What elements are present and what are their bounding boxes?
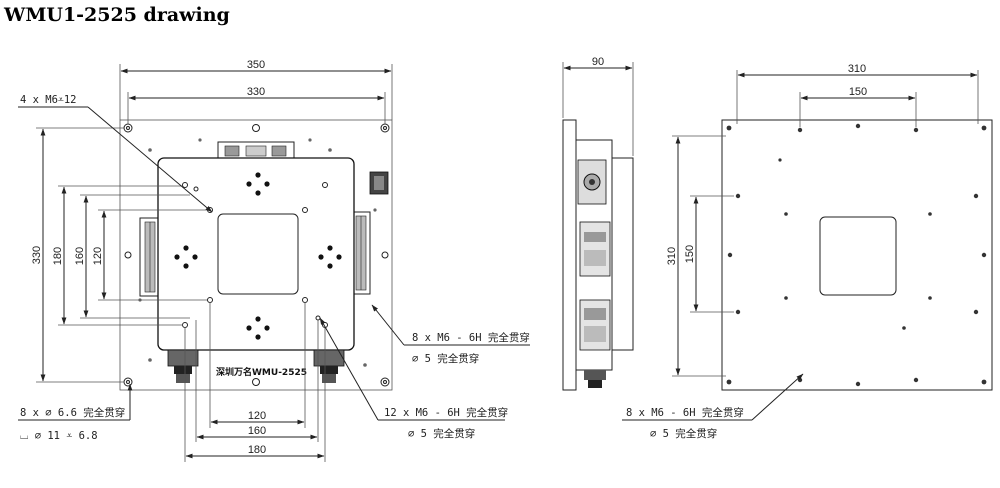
front-note-bottom: 12 x M6 - 6H 完全贯穿 ∅ 5 完全贯穿: [319, 317, 508, 440]
front-plate-small-holes: [138, 138, 377, 367]
front-base-plate: [119, 119, 393, 391]
front-right-rail: [351, 211, 371, 295]
front-plate-mount-holes: [123, 123, 390, 387]
front-hole-pattern-right: [318, 245, 342, 269]
back-note-holes: 8 x M6 - 6H 完全贯穿 ∅ 5 完全贯穿: [622, 373, 804, 440]
svg-text:330: 330: [31, 246, 43, 264]
svg-text:310: 310: [848, 63, 866, 75]
side-dim-90: 90: [562, 56, 634, 156]
front-dim-350: 350: [119, 59, 393, 120]
back-dim-310-horizontal: 310: [736, 63, 979, 124]
svg-text:350: 350: [247, 59, 265, 71]
front-center-aperture: [217, 213, 299, 295]
svg-text:8 x M6 - 6H 完全贯穿: 8 x M6 - 6H 完全贯穿: [412, 331, 530, 344]
svg-text:120: 120: [248, 410, 266, 422]
front-note-top-left: 4 x M6⩡12: [18, 94, 213, 213]
svg-text:∅ 5 完全贯穿: ∅ 5 完全贯穿: [412, 352, 479, 365]
front-dim-160-vertical: 160: [74, 194, 190, 319]
front-note-mount-holes: 8 x ∅ 6.6 完全贯穿 ⌴ ∅ 11 ⩡ 6.8: [18, 383, 133, 442]
front-note-right: 8 x M6 - 6H 完全贯穿 ∅ 5 完全贯穿: [371, 304, 530, 365]
side-base-plate: [562, 119, 577, 391]
front-left-rail: [139, 217, 161, 297]
svg-text:120: 120: [92, 247, 104, 265]
front-dim-180-vertical: 180: [52, 185, 183, 326]
front-top-connector: [217, 141, 295, 161]
side-top-knob: [577, 159, 607, 205]
front-dim-120-bottom: 120: [209, 302, 306, 428]
back-center-aperture: [819, 216, 897, 296]
svg-text:150: 150: [849, 86, 867, 98]
front-dim-160-bottom: 160: [195, 320, 319, 442]
svg-text:⌴ ∅ 11 ⩡ 6.8: ⌴ ∅ 11 ⩡ 6.8: [20, 430, 98, 442]
svg-text:4 x M6⩡12: 4 x M6⩡12: [20, 94, 77, 106]
svg-text:∅ 5 完全贯穿: ∅ 5 完全贯穿: [650, 427, 717, 440]
drawing-title: WMU1-2525 drawing: [4, 4, 230, 26]
front-dim-330-horizontal: 330: [127, 86, 386, 124]
front-hole-pattern-top: [246, 172, 270, 196]
back-view: 310 150 310 150 8 x M6 - 6H 完全贯穿: [622, 63, 993, 440]
front-brand-label: 深圳万名WMU-2525: [216, 366, 307, 378]
front-hole-pattern-left: [174, 245, 198, 269]
front-right-knob: [369, 171, 389, 195]
front-dim-180-bottom: 180: [184, 327, 326, 462]
side-bottom-module: [579, 299, 611, 351]
back-dim-150-horizontal: 150: [799, 86, 917, 127]
svg-text:8 x M6 - 6H 完全贯穿: 8 x M6 - 6H 完全贯穿: [626, 406, 744, 419]
side-mid-module: [579, 221, 611, 277]
svg-text:160: 160: [74, 247, 86, 265]
svg-text:12 x M6 - 6H 完全贯穿: 12 x M6 - 6H 完全贯穿: [384, 406, 508, 419]
svg-text:180: 180: [52, 247, 64, 265]
svg-text:160: 160: [248, 425, 266, 437]
svg-text:310: 310: [666, 247, 678, 265]
back-plate-holes: [726, 123, 987, 387]
front-hole-pattern-bottom: [246, 316, 270, 340]
front-dim-120-vertical: 120: [92, 209, 207, 301]
svg-text:180: 180: [248, 444, 266, 456]
back-dim-150-vertical: 150: [684, 195, 734, 313]
svg-text:∅ 5 完全贯穿: ∅ 5 完全贯穿: [408, 427, 475, 440]
svg-text:8 x ∅ 6.6 完全贯穿: 8 x ∅ 6.6 完全贯穿: [20, 406, 125, 419]
svg-text:90: 90: [592, 56, 604, 68]
side-bottom-knob: [584, 370, 606, 388]
side-top-plate: [611, 157, 634, 351]
side-view: 90: [562, 56, 634, 391]
svg-text:150: 150: [684, 245, 696, 263]
back-dim-310-vertical: 310: [666, 135, 726, 377]
front-dim-330-vertical: 330: [31, 127, 124, 383]
front-bottom-knobs: [167, 349, 345, 383]
svg-text:330: 330: [247, 86, 265, 98]
front-view: 深圳万名WMU-2525 350 330 330 180: [18, 59, 530, 462]
back-plate: [721, 119, 993, 391]
